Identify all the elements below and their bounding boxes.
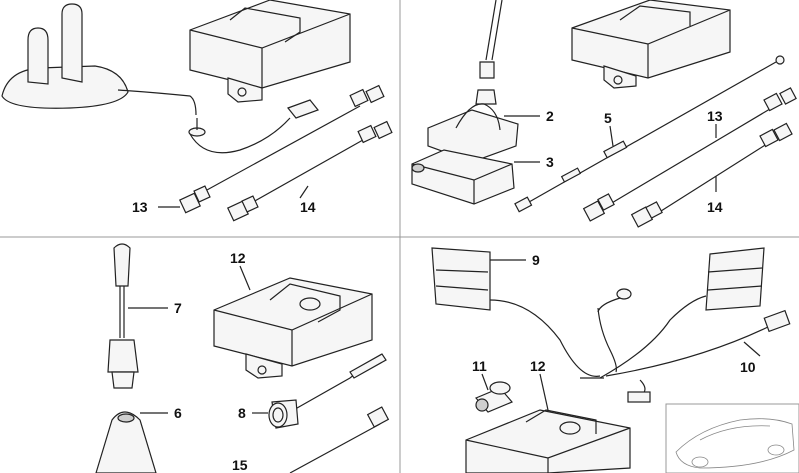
window-antenna-left-9: [431, 247, 601, 377]
callout-14-q2: 14: [707, 199, 723, 215]
cable-13-q2: [582, 87, 797, 222]
rod-antenna-base: [427, 0, 519, 163]
amplifier-module-top-left: [189, 0, 351, 103]
rod-antenna-7: [107, 243, 139, 389]
callout-8: 8: [238, 405, 246, 421]
callout-12-q3: 12: [230, 250, 246, 266]
callout-5: 5: [604, 110, 612, 126]
callout-10: 10: [740, 359, 756, 375]
callout-15: 15: [232, 457, 248, 473]
callout-3: 3: [546, 154, 554, 170]
vehicle-location-thumbnail: [665, 403, 799, 473]
window-antenna-right: [599, 247, 765, 379]
callout-9: 9: [532, 252, 540, 268]
antenna-base-cover-6: [95, 411, 157, 473]
antenna-seal-pad: [411, 149, 515, 205]
connector-11: [475, 381, 513, 413]
cable-14-q1: [226, 120, 393, 222]
cable-15: [289, 406, 390, 473]
antenna-cable-5: [514, 55, 785, 213]
amplifier-module-top-right: [571, 0, 731, 89]
wiring-harness: [580, 288, 791, 403]
callout-6: 6: [174, 405, 182, 421]
connector-8: [268, 353, 387, 429]
cable-13-q1: [178, 84, 385, 214]
amplifier-module-12-q3: [213, 277, 373, 379]
callout-12-q4: 12: [530, 358, 546, 374]
callout-11: 11: [472, 358, 487, 374]
callout-13-q2: 13: [707, 108, 723, 124]
amplifier-module-12-q4: [465, 409, 631, 473]
callout-2: 2: [546, 108, 554, 124]
connector-plug-q1: [287, 99, 319, 119]
callout-14-q1: 14: [300, 199, 316, 215]
shark-fin-antenna: [1, 3, 291, 154]
callout-7: 7: [174, 300, 182, 316]
callout-13-q1: 13: [132, 199, 148, 215]
cable-14-q2: [630, 122, 793, 228]
